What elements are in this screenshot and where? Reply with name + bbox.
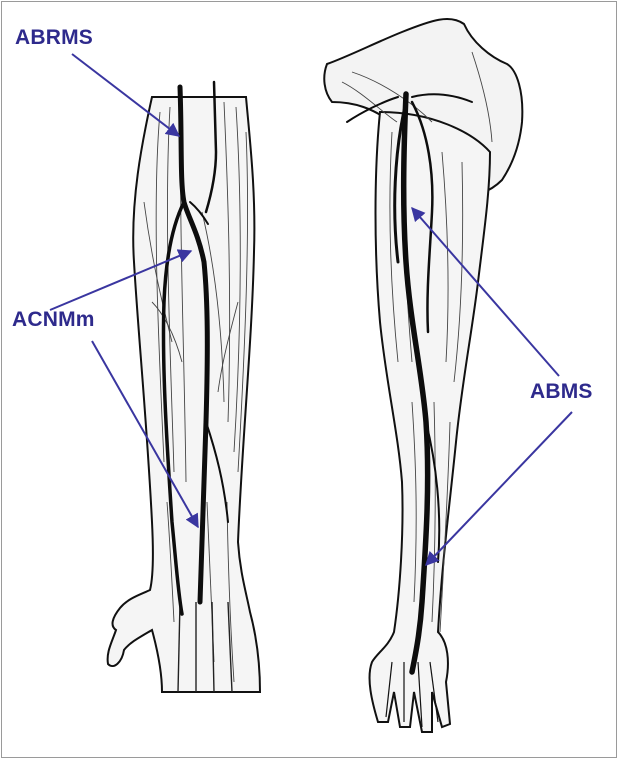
arm-outline — [370, 112, 490, 732]
upper-limb-illustration — [324, 19, 522, 732]
forearm-illustration — [108, 82, 260, 692]
label-abms: ABMS — [530, 380, 593, 404]
label-abrms: ABRMS — [15, 26, 93, 50]
pointer-abrms — [72, 54, 179, 136]
label-acnmm: ACNMm — [12, 308, 95, 332]
